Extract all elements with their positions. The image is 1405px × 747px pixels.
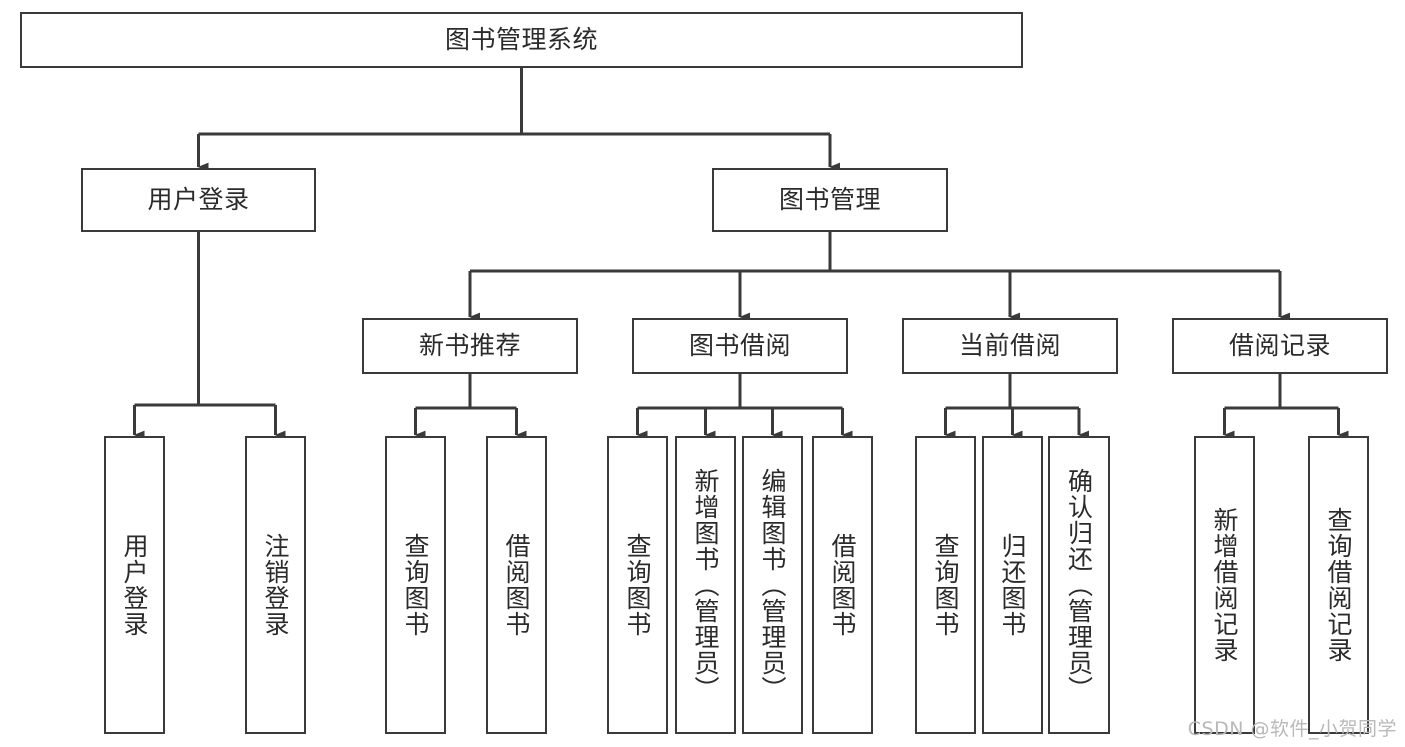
node-user-login[interactable]: 用户登录 (81, 168, 316, 232)
node-leaf-query-borrow-record[interactable]: 查询借阅记录 (1308, 436, 1369, 734)
node-label: 借阅图书 (502, 533, 531, 637)
node-label: 查询借阅记录 (1324, 507, 1353, 663)
node-book-manage[interactable]: 图书管理 (712, 168, 948, 232)
csdn-watermark: CSDN @软件_小贺同学 (1187, 718, 1397, 740)
node-leaf-return-book[interactable]: 归还图书 (982, 436, 1043, 734)
node-label: 借阅图书 (828, 533, 857, 637)
node-leaf-query-book-rec[interactable]: 查询图书 (385, 436, 446, 734)
node-leaf-borrow-book[interactable]: 借阅图书 (812, 436, 873, 734)
node-leaf-borrow-book-rec[interactable]: 借阅图书 (486, 436, 547, 734)
node-label: 确认归还（管理员） (1064, 468, 1094, 702)
node-label: 图书管理 (778, 185, 881, 215)
node-leaf-user-logout[interactable]: 注销登录 (245, 436, 306, 734)
node-new-book-recommend[interactable]: 新书推荐 (362, 318, 578, 374)
node-label: 注销登录 (261, 533, 290, 637)
node-label: 新增借阅记录 (1210, 507, 1239, 663)
node-leaf-query-book-cur[interactable]: 查询图书 (915, 436, 976, 734)
node-root-book-management-system[interactable]: 图书管理系统 (20, 12, 1023, 68)
node-leaf-edit-book[interactable]: 编辑图书（管理员） (742, 436, 803, 734)
node-label: 当前借阅 (958, 331, 1061, 361)
node-label: 编辑图书（管理员） (758, 468, 787, 702)
node-leaf-add-borrow-record[interactable]: 新增借阅记录 (1194, 436, 1255, 734)
node-label: 新书推荐 (418, 331, 521, 361)
node-label: 归还图书 (998, 533, 1027, 637)
node-label: 查询图书 (623, 533, 652, 637)
node-label: 图书管理系统 (444, 25, 598, 55)
node-label: 用户登录 (120, 533, 149, 637)
node-label: 查询图书 (931, 533, 960, 637)
node-label: 图书借阅 (688, 331, 791, 361)
node-leaf-user-login[interactable]: 用户登录 (104, 436, 165, 734)
node-book-borrow[interactable]: 图书借阅 (632, 318, 848, 374)
node-label: 查询图书 (401, 533, 430, 637)
node-label: 新增图书（管理员） (691, 468, 720, 702)
node-leaf-confirm-return[interactable]: 确认归还（管理员） (1048, 436, 1110, 734)
node-current-borrow[interactable]: 当前借阅 (902, 318, 1118, 374)
node-leaf-query-book-borrow[interactable]: 查询图书 (607, 436, 668, 734)
node-label: 借阅记录 (1228, 331, 1331, 361)
node-label: 用户登录 (147, 185, 250, 215)
node-borrow-record[interactable]: 借阅记录 (1172, 318, 1388, 374)
node-leaf-add-book[interactable]: 新增图书（管理员） (675, 436, 736, 734)
